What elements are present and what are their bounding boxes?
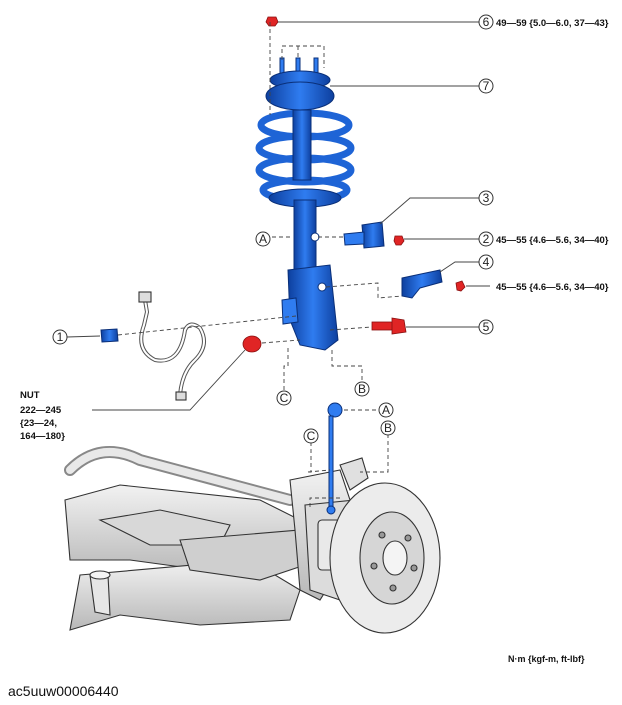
- marker-c-lower-letter: C: [307, 429, 316, 443]
- marker-b-upper: B: [354, 381, 370, 397]
- marker-c-lower: C: [303, 428, 319, 444]
- callout-6: 6 49—59 {5.0—6.0, 37—43}: [478, 14, 609, 30]
- callout-7: 7: [478, 78, 494, 94]
- callout-1-number: 1: [57, 330, 64, 344]
- callout-lines: [66, 21, 490, 411]
- torque-2: 45—55 {4.6—5.6, 34—40}: [496, 235, 609, 246]
- callout-1: 1: [52, 329, 68, 345]
- torque-4: 45—55 {4.6—5.6, 34—40}: [496, 282, 609, 293]
- fasteners: [242, 16, 466, 353]
- callout-4-number: 4: [483, 255, 490, 269]
- marker-b-lower: B: [380, 420, 396, 436]
- callout-3: 3: [478, 190, 494, 206]
- marker-c-upper-letter: C: [280, 391, 289, 405]
- strut-assembly: [100, 57, 443, 515]
- leader-lines: [117, 22, 403, 508]
- callout-5-number: 5: [483, 320, 490, 334]
- marker-a-link-letter: A: [382, 403, 390, 417]
- callout-5: 5: [478, 319, 494, 335]
- callout-3-number: 3: [483, 191, 490, 205]
- marker-b-upper-letter: B: [358, 382, 366, 396]
- nut-label: NUT: [20, 390, 40, 401]
- callout-2-number: 2: [483, 232, 490, 246]
- torque-6: 49—59 {5.0—6.0, 37—43}: [496, 18, 609, 29]
- marker-c-upper: C: [276, 390, 292, 406]
- callout-4: 4 45—55 {4.6—5.6, 34—40}: [478, 254, 609, 293]
- callout-7-number: 7: [483, 79, 490, 93]
- callout-2: 2 45—55 {4.6—5.6, 34—40}: [478, 231, 609, 247]
- brake-hose: [138, 291, 206, 401]
- marker-a-link: A: [378, 402, 394, 418]
- callout-6-number: 6: [483, 15, 490, 29]
- knuckle-and-subframe-assembly: [64, 446, 441, 634]
- marker-b-lower-letter: B: [384, 421, 392, 435]
- marker-a-strut-letter: A: [259, 232, 267, 246]
- nut-torque-ftlbf: 164—180}: [20, 431, 65, 442]
- torque-unit-legend: N·m {kgf-m, ft-lbf}: [508, 654, 585, 664]
- nut-torque-label: NUT 222—245 {23—24, 164—180}: [20, 390, 65, 442]
- marker-a-strut: A: [255, 231, 271, 247]
- nut-torque-kgfm: {23—24,: [20, 418, 57, 429]
- figure-id: ac5uuw00006440: [8, 683, 119, 699]
- nut-torque-nm: 222—245: [20, 405, 62, 416]
